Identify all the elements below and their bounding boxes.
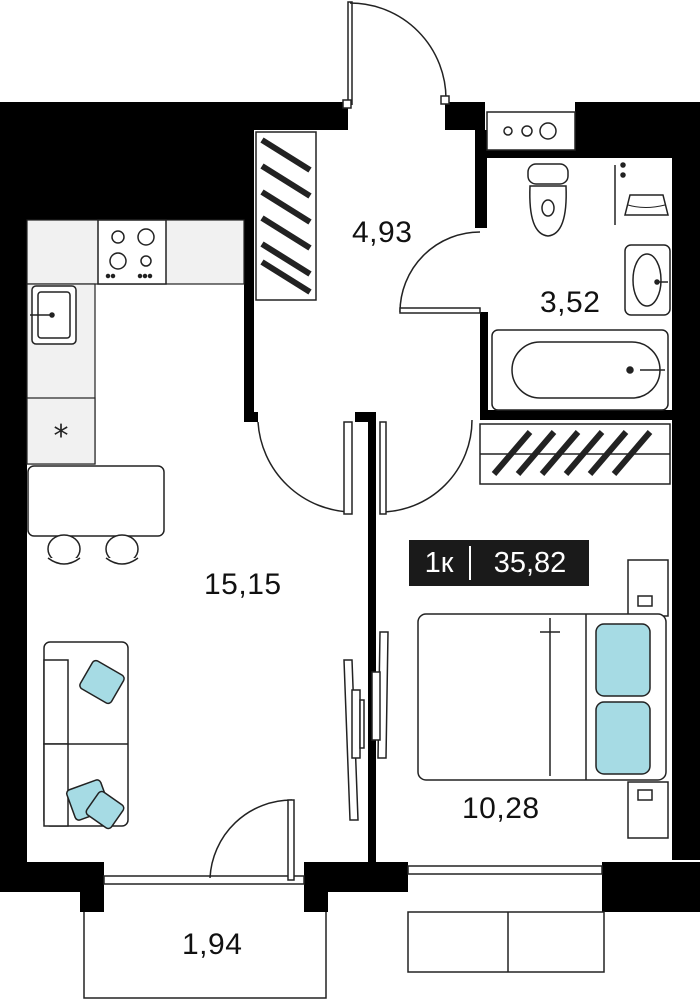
wall-right-upper: [672, 102, 700, 422]
fridge: [26, 397, 96, 465]
room-count-label: 1к: [424, 546, 454, 579]
wall-bottom-right-2: [602, 862, 700, 912]
boiler: [486, 111, 576, 151]
living-kitchen-area-label: 15,15: [204, 568, 282, 601]
sink-icon: [30, 285, 77, 345]
bathroom-door: [399, 231, 481, 314]
bedroom-balcony: [407, 911, 605, 973]
wall-living-bedroom: [368, 412, 376, 862]
wall-top-hall-right: [445, 102, 485, 130]
sofa: [43, 641, 129, 827]
wall-hall-bath-2: [480, 312, 488, 420]
walls: [0, 102, 700, 912]
dining-table: [27, 465, 165, 537]
bathtub-icon: [491, 329, 669, 411]
window-bedroom: [407, 865, 603, 875]
dining-chairs: [47, 534, 139, 565]
living-balcony: [83, 912, 327, 999]
wall-bath-bottom: [480, 410, 675, 420]
wall-left: [0, 102, 27, 892]
wall-bottom-mid-2: [304, 862, 328, 912]
fridge-icon: *: [54, 419, 69, 454]
bed-pillows: [595, 623, 651, 775]
bedroom-area-label: 10,28: [462, 792, 540, 825]
nightstand-top: [627, 559, 669, 617]
washbasin-icon: [624, 244, 671, 316]
living-room-door: [257, 421, 353, 515]
balcony-area-label: 1,94: [182, 928, 243, 961]
sofa-pillows: [65, 659, 125, 830]
bathroom-area-label: 3,52: [540, 286, 601, 319]
wall-hall-bath: [475, 130, 487, 228]
window-kitchen: [103, 875, 305, 885]
wall-hall-bottom-mid: [355, 412, 375, 422]
apartment-badge: 1к 35,82: [409, 540, 589, 586]
wall-top-left: [0, 102, 248, 220]
bedroom-wardrobe: [479, 423, 671, 485]
wall-bath-top: [480, 150, 675, 158]
balcony-door: [209, 799, 295, 881]
nightstand-bottom: [627, 781, 669, 839]
tv-living: [343, 659, 365, 821]
tv-bedroom: [371, 631, 389, 759]
badge-separator: [469, 546, 471, 580]
windows: [103, 865, 603, 885]
toilet-icon: [527, 163, 569, 237]
hall-wardrobe: [255, 131, 317, 301]
shower-icon: [614, 162, 669, 225]
wall-top-hall-left: [248, 102, 348, 130]
wall-hall-left: [244, 130, 254, 422]
total-area-label: 35,82: [493, 546, 567, 579]
hallway-area-label: 4,93: [352, 216, 413, 249]
entrance-door: [342, 1, 450, 109]
bedroom-door: [379, 419, 473, 515]
wall-hall-bottom-left: [244, 412, 258, 422]
wall-right: [672, 420, 700, 860]
stove-icon: [97, 219, 167, 285]
wall-bottom-left-2: [80, 862, 104, 912]
